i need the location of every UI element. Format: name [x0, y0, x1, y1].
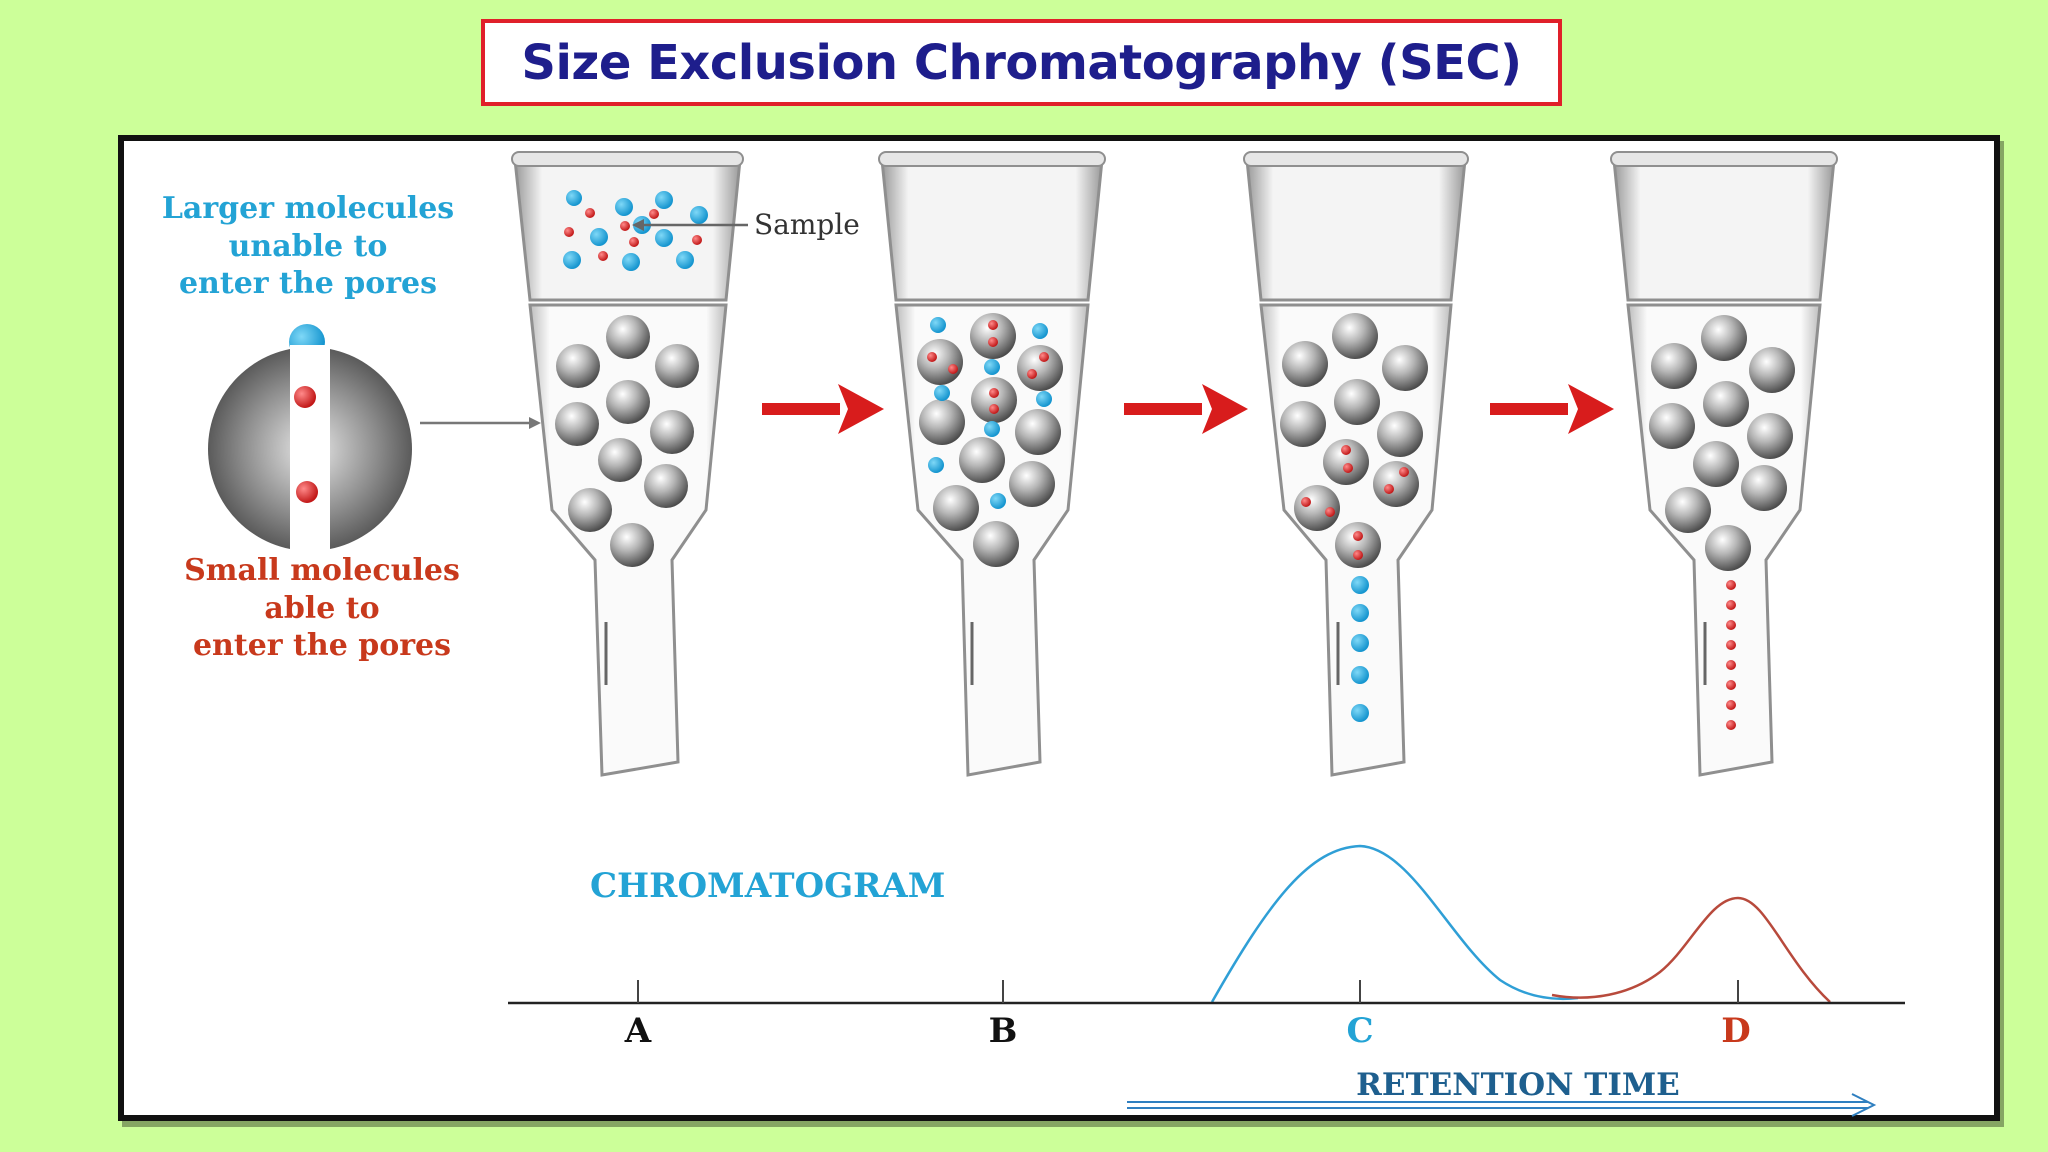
page-title: Size Exclusion Chromatography (SEC) — [521, 34, 1522, 91]
sample-label: Sample — [754, 208, 860, 241]
retention-time-arrow — [1127, 1093, 1877, 1117]
step-arrow-1 — [762, 384, 884, 434]
retention-time-label: RETENTION TIME — [1356, 1067, 1680, 1103]
legend-small-line3: enter the pores — [193, 628, 451, 663]
legend-small-line2: able to — [264, 591, 379, 626]
legend-large-line1: Larger molecules — [162, 191, 454, 226]
sample-pointer-arrowhead — [632, 219, 644, 231]
step-arrow-2 — [1124, 384, 1248, 434]
peak-large-molecules — [1210, 844, 1579, 1003]
column-d — [1610, 151, 1838, 777]
column-b — [878, 151, 1106, 777]
tick-label-b: B — [989, 1011, 1018, 1051]
tick-label-a: A — [624, 1011, 652, 1051]
title-box: Size Exclusion Chromatography (SEC) — [481, 19, 1562, 106]
bead-pointer-arrowhead — [529, 417, 541, 429]
tick-label-c: C — [1346, 1011, 1373, 1051]
column-c — [1243, 151, 1469, 777]
legend-large-line3: enter the pores — [179, 266, 437, 301]
tick-label-d: D — [1721, 1011, 1750, 1051]
legend-small-line1: Small molecules — [184, 553, 460, 588]
legend-large-line2: unable to — [229, 229, 388, 264]
column-a — [511, 151, 744, 777]
porous-bead-icon — [208, 345, 412, 555]
peak-small-molecules — [1551, 896, 1831, 1003]
step-arrow-3 — [1490, 384, 1614, 434]
chromatogram-label: CHROMATOGRAM — [590, 866, 945, 906]
